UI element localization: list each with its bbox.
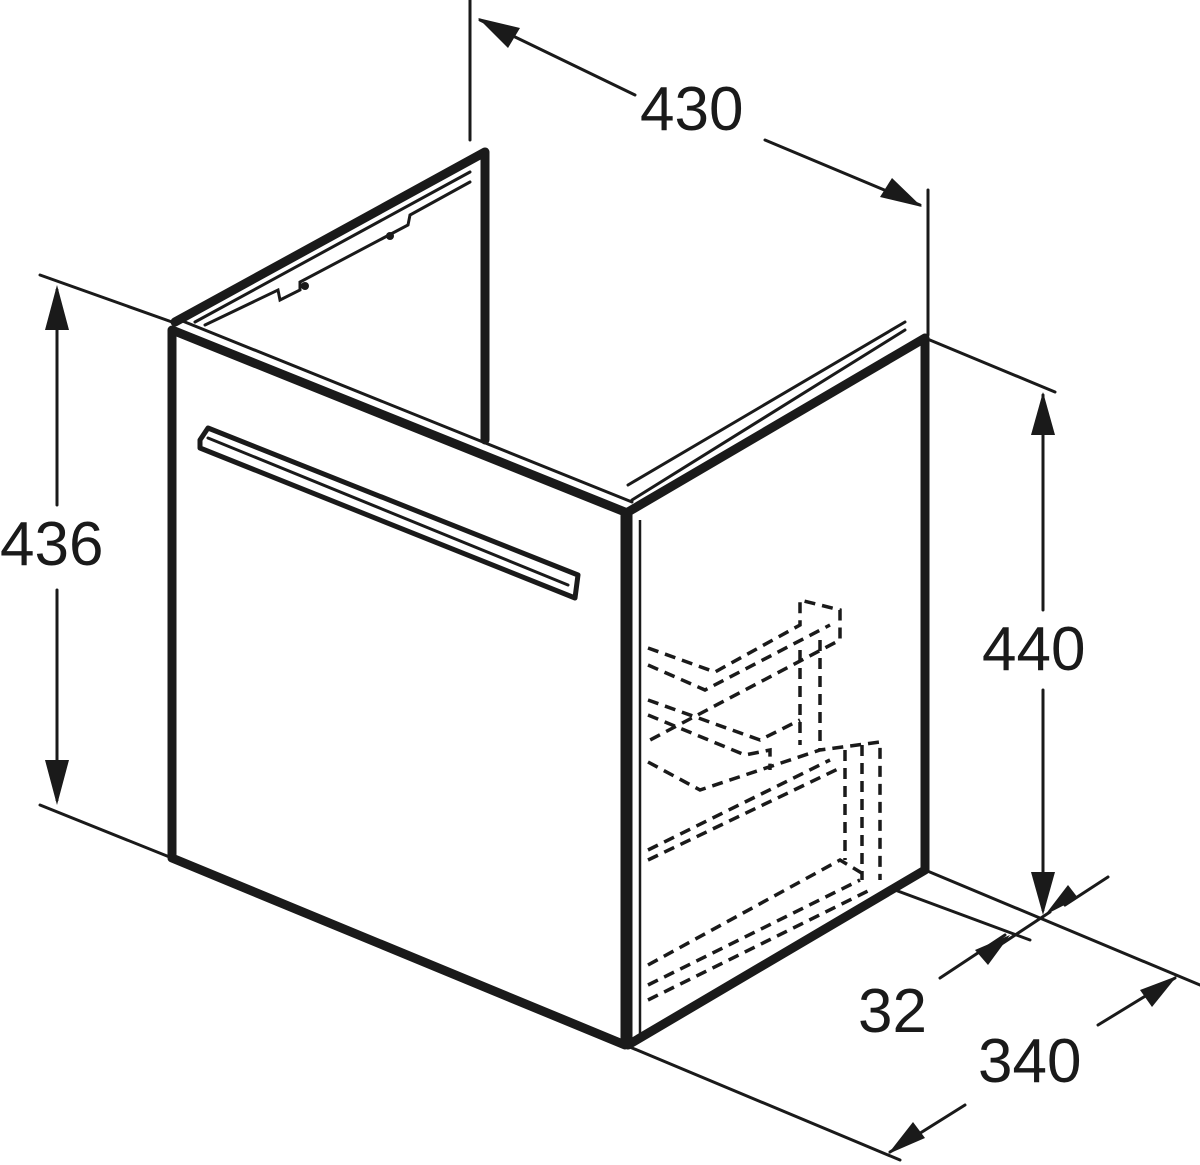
- floor-lines: [38, 273, 1200, 1162]
- dimension-depth: 340: [888, 976, 1177, 1154]
- door-handle: [197, 425, 581, 601]
- dimension-side-height: 440: [923, 336, 1085, 915]
- dimension-recess: 32: [858, 875, 1110, 1046]
- dimension-label-front-height: 436: [0, 510, 103, 579]
- back-panel: [170, 147, 490, 445]
- front-door: [167, 318, 634, 1050]
- dimension-width: 430: [468, 0, 930, 337]
- dimension-label-recess: 32: [858, 977, 927, 1046]
- dimension-label-width: 430: [640, 75, 743, 144]
- dimension-front-height: 436: [0, 285, 103, 805]
- dimension-label-depth: 340: [978, 1027, 1081, 1096]
- dimension-label-side-height: 440: [982, 615, 1085, 684]
- hidden-drawer-outline: [647, 597, 882, 1002]
- side-panel: [623, 320, 930, 1050]
